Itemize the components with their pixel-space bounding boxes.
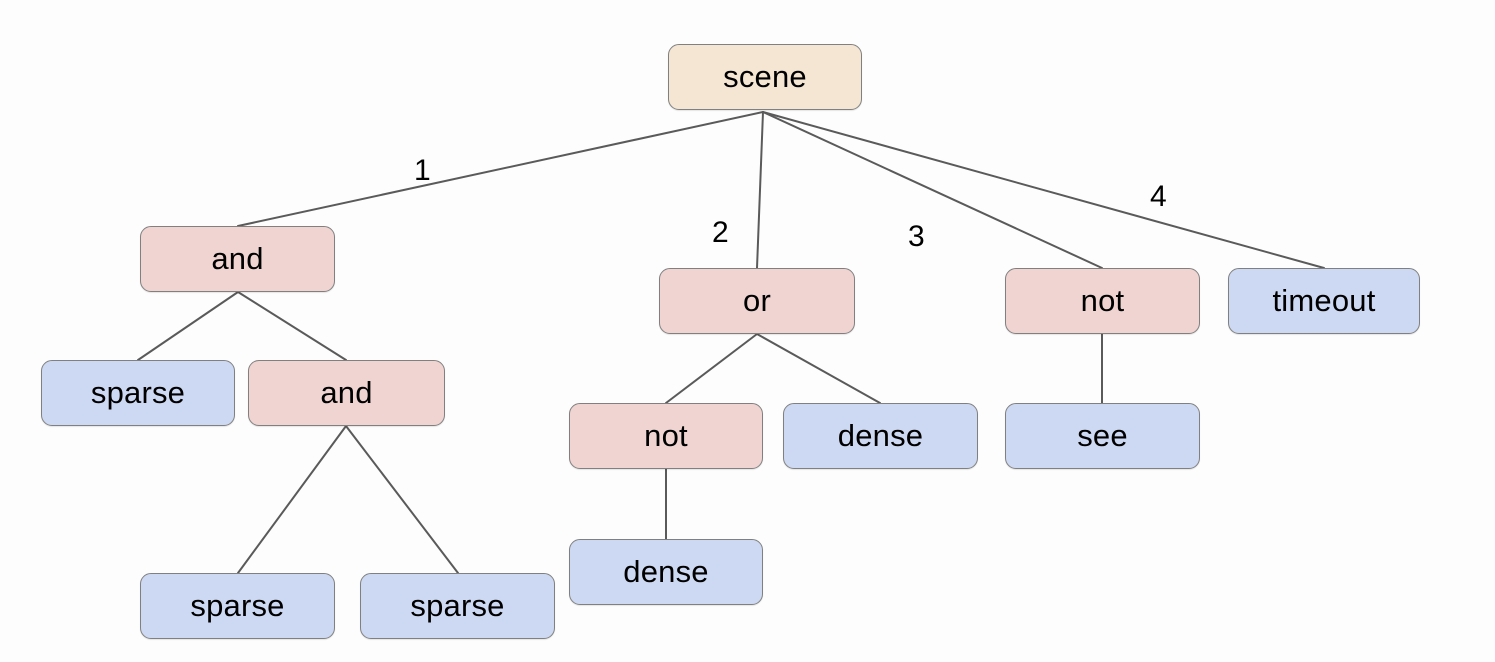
tree-edge — [762, 111, 1103, 269]
tree-node-and1[interactable]: and — [140, 226, 335, 292]
tree-edge — [237, 425, 347, 574]
tree-edge — [345, 425, 459, 574]
tree-node-label: dense — [837, 417, 924, 453]
tree-node-label: and — [211, 240, 264, 276]
tree-node-label: see — [1077, 417, 1128, 453]
edge-label-4: 4 — [1150, 180, 1167, 213]
edge-label-1: 1 — [414, 154, 431, 187]
tree-node-label: sparse — [190, 587, 285, 623]
tree-node-label: and — [320, 374, 373, 410]
tree-node-sparse1[interactable]: sparse — [41, 360, 235, 426]
tree-edge — [665, 333, 758, 404]
tree-edge — [237, 111, 764, 227]
tree-node-dense1[interactable]: dense — [783, 403, 978, 469]
tree-node-label: scene — [723, 58, 807, 94]
tree-node-see[interactable]: see — [1005, 403, 1200, 469]
tree-node-sparse2[interactable]: sparse — [140, 573, 335, 639]
tree-node-label: or — [743, 282, 771, 318]
tree-edge — [762, 111, 1325, 269]
tree-node-scene[interactable]: scene — [668, 44, 862, 110]
tree-node-label: not — [644, 417, 688, 453]
tree-node-or1[interactable]: or — [659, 268, 855, 334]
tree-node-label: sparse — [410, 587, 505, 623]
tree-node-label: sparse — [90, 374, 186, 410]
tree-node-timeout[interactable]: timeout — [1228, 268, 1420, 334]
tree-node-label: dense — [623, 553, 709, 589]
tree-node-not1[interactable]: not — [1005, 268, 1200, 334]
edge-label-3: 3 — [908, 220, 925, 253]
tree-node-dense2[interactable]: dense — [569, 539, 763, 605]
tree-node-not2[interactable]: not — [569, 403, 763, 469]
tree-node-label: not — [1080, 282, 1125, 318]
tree-edge — [756, 333, 881, 404]
tree-node-sparse3[interactable]: sparse — [360, 573, 555, 639]
tree-node-label: timeout — [1272, 282, 1376, 318]
tree-edge — [137, 291, 239, 361]
edge-label-2: 2 — [712, 216, 729, 249]
tree-edge — [756, 111, 764, 269]
tree-node-and2[interactable]: and — [248, 360, 445, 426]
tree-edge — [237, 291, 347, 361]
